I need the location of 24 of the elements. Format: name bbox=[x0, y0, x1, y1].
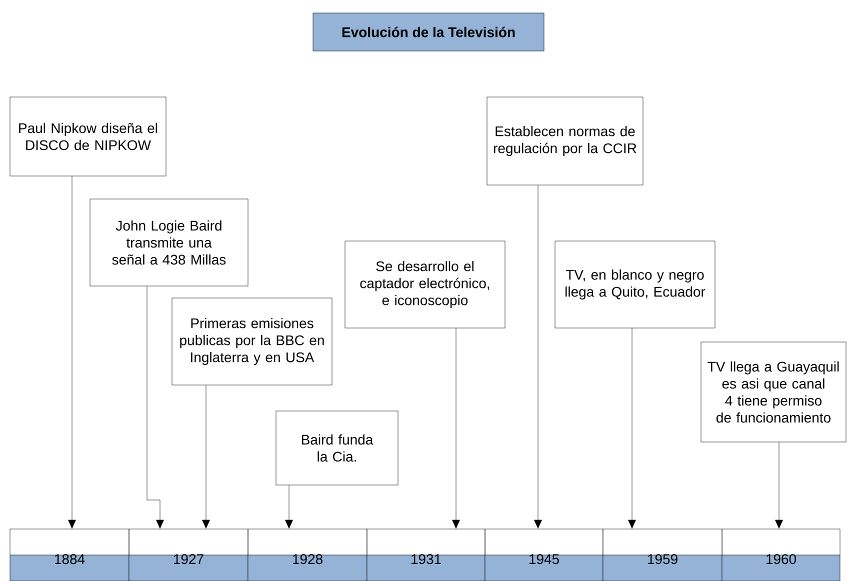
arrow bbox=[628, 328, 636, 529]
arrow bbox=[68, 176, 76, 529]
event-box: TV, en blanco y negro llega a Quito, Ecuador bbox=[554, 240, 716, 328]
year-cell: 1884 bbox=[10, 528, 130, 581]
arrow bbox=[146, 286, 164, 529]
event-box: TV llega a Guayaquil es asi que canal 4 tiene permiso de funcionamiento bbox=[700, 342, 846, 442]
event-box: Se desarrollo el captador electrónico, e iconoscopio bbox=[344, 240, 506, 328]
arrow bbox=[202, 385, 210, 529]
year-cell: 1931 bbox=[366, 528, 486, 581]
event-box: Paul Nipkow diseña el DISCO de NIPKOW bbox=[10, 96, 166, 176]
title-box: Evolución de la Televisión bbox=[312, 12, 544, 52]
year-cell: 1927 bbox=[128, 528, 248, 581]
event-box: Establecen normas de regulación por la CCIR bbox=[486, 96, 644, 186]
arrow bbox=[452, 328, 460, 529]
year-cell: 1959 bbox=[602, 528, 722, 581]
year-cell: 1928 bbox=[248, 528, 368, 581]
arrow bbox=[775, 442, 783, 529]
year-cell: 1945 bbox=[484, 528, 604, 581]
year-cell: 1960 bbox=[722, 528, 840, 581]
event-box: Primeras emisiones publicas por la BBC en Inglaterra y en USA bbox=[172, 298, 332, 386]
arrow bbox=[285, 485, 293, 529]
arrow bbox=[534, 185, 542, 529]
event-box: Baird funda la Cia. bbox=[276, 410, 398, 486]
event-box: John Logie Baird transmite una señal a 438 Millas bbox=[90, 198, 248, 286]
